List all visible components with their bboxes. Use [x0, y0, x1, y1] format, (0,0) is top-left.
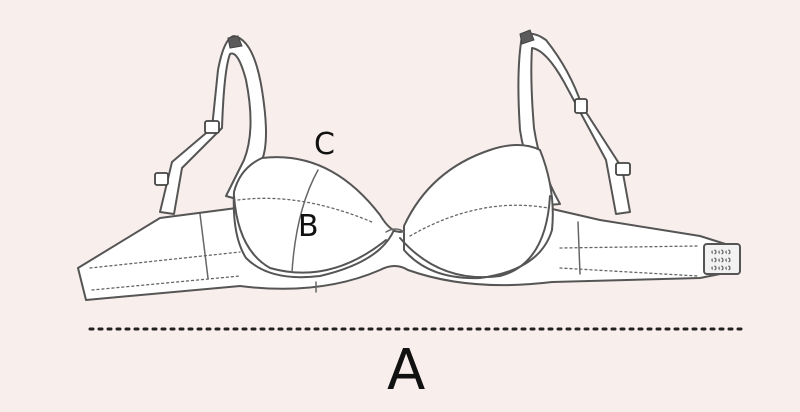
left-strap [154, 35, 267, 215]
label-a: A [387, 338, 425, 403]
label-b: B [298, 209, 319, 244]
left-strap-bottom-slider [154, 172, 169, 186]
left-cup [232, 156, 395, 279]
right-strap-top-slider [574, 98, 588, 114]
left-strap-top-tab [227, 35, 243, 49]
left-strap-top-slider [204, 120, 220, 134]
label-c: C [314, 127, 335, 162]
right-strap-top-tab [519, 29, 535, 45]
right-cup [399, 144, 554, 280]
right-strap-bottom-slider [615, 162, 631, 176]
center-gore [385, 228, 405, 233]
hook-eye-closure [703, 243, 741, 275]
right-strap [517, 29, 631, 215]
